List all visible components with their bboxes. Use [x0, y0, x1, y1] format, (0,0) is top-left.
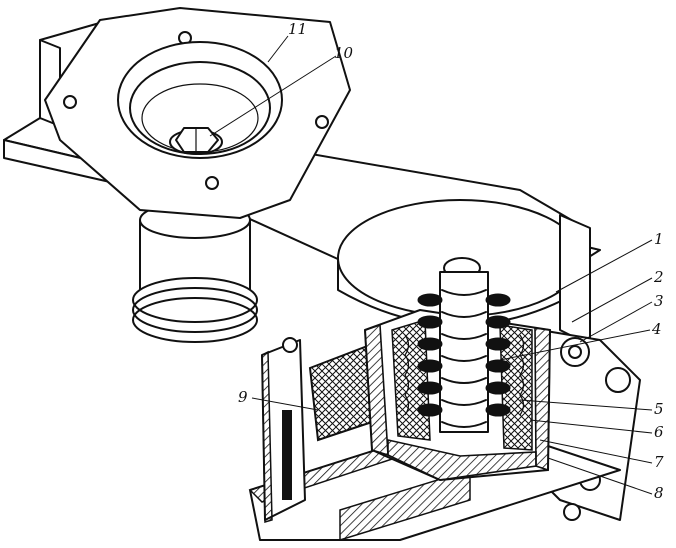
callout-5: 5	[654, 400, 664, 418]
callout-9: 9	[238, 388, 248, 406]
lower-cylinder	[132, 201, 258, 343]
callout-8: 8	[654, 484, 664, 502]
spring-stack	[404, 271, 525, 433]
hex-bolt	[169, 127, 223, 155]
callout-6: 6	[654, 423, 664, 441]
callout-10: 10	[334, 44, 354, 62]
callout-3: 3	[654, 292, 664, 310]
callout-1: 1	[654, 230, 664, 248]
top-flange	[44, 7, 351, 219]
leader-lines	[209, 35, 653, 495]
support-leg	[261, 337, 306, 523]
callout-2: 2	[653, 268, 664, 286]
callout-labels: 11 10 1 2 3 4 5 6 7 8 9	[238, 20, 664, 502]
callout-4: 4	[651, 320, 662, 338]
callout-11: 11	[288, 20, 307, 38]
callout-7: 7	[654, 453, 664, 471]
